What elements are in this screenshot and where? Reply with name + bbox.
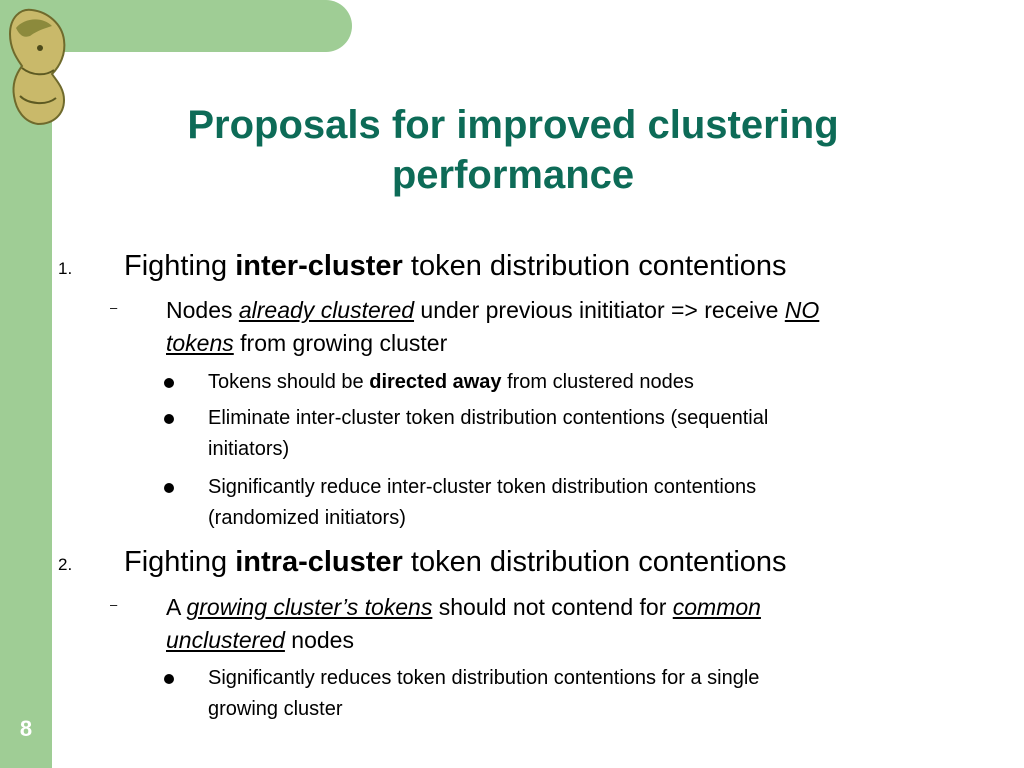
sub-item: A growing cluster’s tokens should not co…: [166, 591, 986, 657]
bullet-icon: [164, 674, 174, 684]
bullet-text: (randomized initiators): [208, 507, 406, 529]
sub-text: A: [166, 594, 187, 620]
slide-number: 8: [19, 716, 33, 741]
bullet-icon: [164, 414, 174, 424]
sub-dash-marker: –: [110, 597, 118, 612]
list-number: 1.: [58, 259, 73, 278]
sub-item: Nodes already clustered under previous i…: [166, 294, 986, 360]
bullet-text: initiators): [208, 438, 290, 460]
sub-text: under previous inititiator => receive: [414, 297, 785, 323]
bullet-icon: [164, 378, 174, 388]
bullet-icon: [164, 483, 174, 493]
emphasis-text: growing cluster’s tokens: [186, 594, 433, 620]
title-line-2: performance: [391, 153, 635, 197]
sub-text: Nodes: [166, 297, 239, 323]
bullet-text: Tokens should be: [208, 371, 370, 393]
item-bold-text: inter-cluster: [235, 250, 403, 282]
bullet-bold-text: directed away: [369, 371, 502, 393]
item-text: token distribution contentions: [402, 546, 787, 578]
item-text: token distribution contentions: [402, 250, 787, 282]
item-text: Fighting: [124, 250, 236, 282]
bullet-item: Eliminate inter-cluster token distributi…: [208, 403, 978, 465]
emphasis-text: NO: [784, 297, 820, 323]
item-bold-text: intra-cluster: [235, 546, 403, 578]
sub-dash-marker: –: [110, 300, 118, 315]
sub-text: nodes: [284, 627, 354, 653]
title-line-1: Proposals for improved clustering: [187, 103, 839, 147]
list-number: 2.: [58, 555, 73, 574]
slide-title: Proposals for improved clustering perfor…: [100, 100, 926, 200]
athena-logo-icon: [8, 8, 66, 126]
bullet-text: from clustered nodes: [501, 371, 694, 393]
bullet-text: growing cluster: [208, 698, 343, 720]
bullet-item: Significantly reduces token distribution…: [208, 663, 978, 725]
bullet-text: Significantly reduce inter-cluster token…: [208, 476, 757, 498]
item-text: Fighting: [124, 546, 236, 578]
sub-text: from growing cluster: [233, 330, 448, 356]
emphasis-text: already clustered: [238, 297, 415, 323]
emphasis-text: unclustered: [166, 627, 285, 653]
bullet-text: Eliminate inter-cluster token distributi…: [208, 407, 769, 429]
emphasis-text: tokens: [166, 330, 234, 356]
bullet-item: Significantly reduce inter-cluster token…: [208, 472, 978, 534]
bullet-text: Significantly reduces token distribution…: [208, 667, 760, 689]
sub-text: should not contend for: [432, 594, 673, 620]
list-item: Fighting inter-cluster token distributio…: [124, 249, 984, 283]
sidebar-band: [0, 0, 52, 768]
list-item: Fighting intra-cluster token distributio…: [124, 545, 984, 579]
emphasis-text: common: [672, 594, 761, 620]
bullet-item: Tokens should be directed away from clus…: [208, 367, 978, 398]
